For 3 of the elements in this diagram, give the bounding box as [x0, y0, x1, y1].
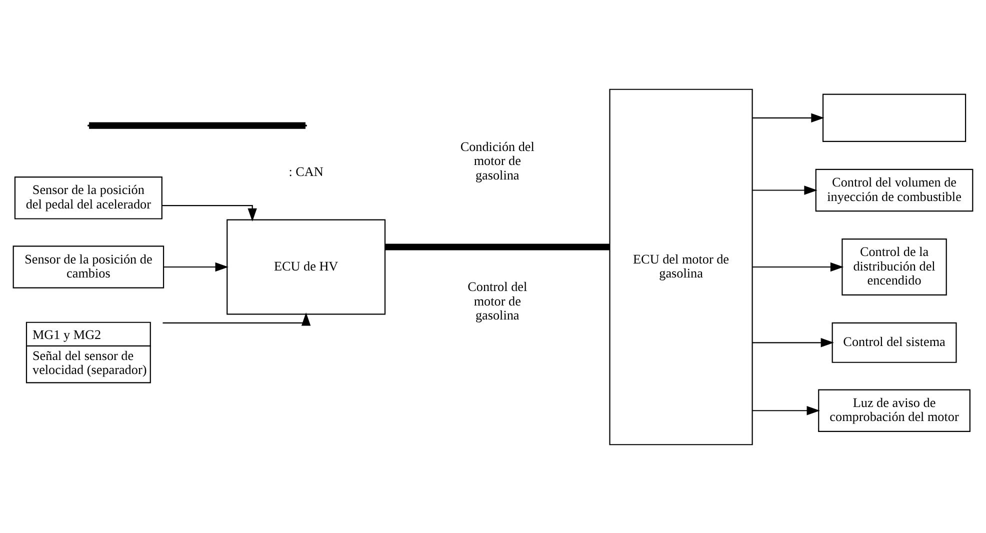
- label: Condición del motor de gasolina: [460, 138, 534, 182]
- label: Control del motor de gasolina: [468, 278, 528, 322]
- legend-label: : CAN: [288, 164, 324, 179]
